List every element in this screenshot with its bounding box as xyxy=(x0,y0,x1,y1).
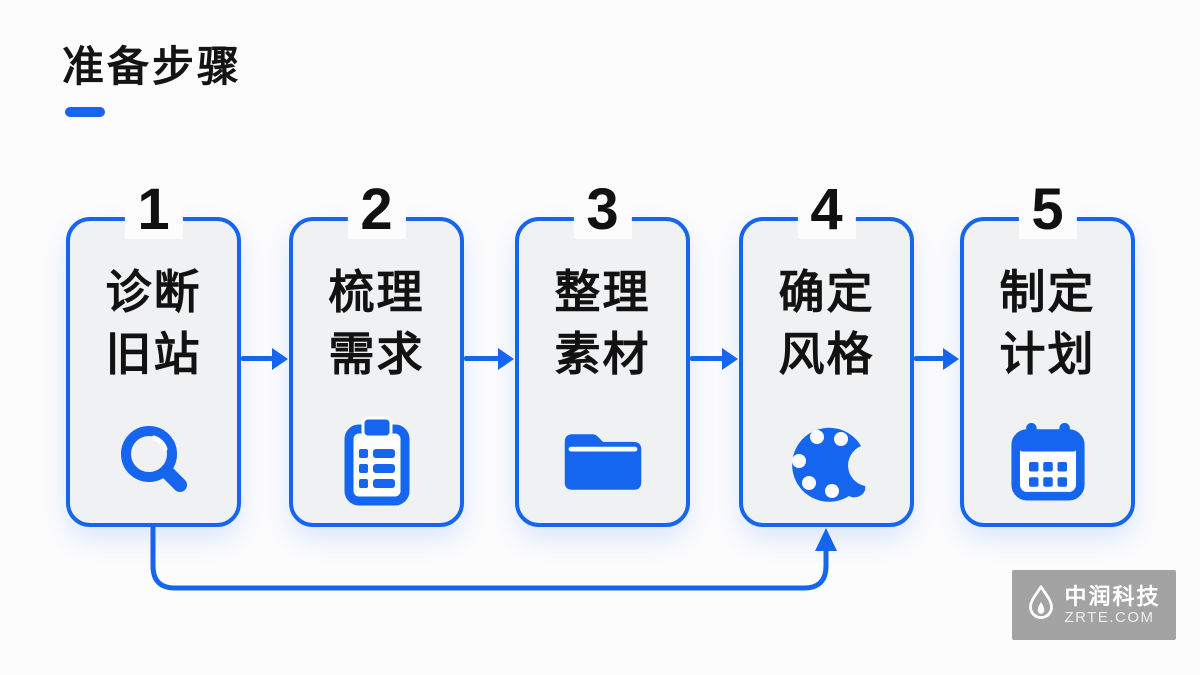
step-title: 整理 素材 xyxy=(554,266,651,380)
arrow-step2-to-step3 xyxy=(464,356,499,361)
clipboard-icon xyxy=(293,411,460,513)
palette-icon xyxy=(743,411,910,513)
arrow-step1-to-step2 xyxy=(241,356,273,361)
step-box-5: 5 制定 计划 xyxy=(960,181,1135,527)
step-title: 确定 风格 xyxy=(778,266,875,380)
calendar-icon xyxy=(964,411,1131,513)
watermark-name: 中润科技 xyxy=(1064,583,1161,609)
title-underline xyxy=(65,107,105,117)
step-number: 4 xyxy=(797,181,856,239)
page-title: 准备步骤 xyxy=(62,43,243,90)
watermark: 中润科技 ZRTE.COM xyxy=(1012,570,1176,640)
step-number: 5 xyxy=(1018,181,1077,239)
step-title: 梳理 需求 xyxy=(328,266,425,380)
watermark-domain: ZRTE.COM xyxy=(1064,609,1155,627)
step-number: 2 xyxy=(347,181,406,239)
step-box-1: 1 诊断 旧站 xyxy=(66,181,241,527)
step-number: 3 xyxy=(573,181,632,239)
step-number: 1 xyxy=(124,181,183,239)
magnifier-icon xyxy=(70,411,237,513)
step-box-2: 2 梳理 需求 xyxy=(289,181,464,527)
step-box-3: 3 整理 素材 xyxy=(515,181,690,527)
step-title: 诊断 旧站 xyxy=(105,266,202,380)
step-title: 制定 计划 xyxy=(999,266,1096,380)
arrow-step4-to-step5 xyxy=(914,356,944,361)
step-box-4: 4 确定 风格 xyxy=(739,181,914,527)
flame-drop-icon xyxy=(1027,584,1055,627)
folder-icon xyxy=(519,411,686,513)
arrow-step3-to-step4 xyxy=(690,356,723,361)
